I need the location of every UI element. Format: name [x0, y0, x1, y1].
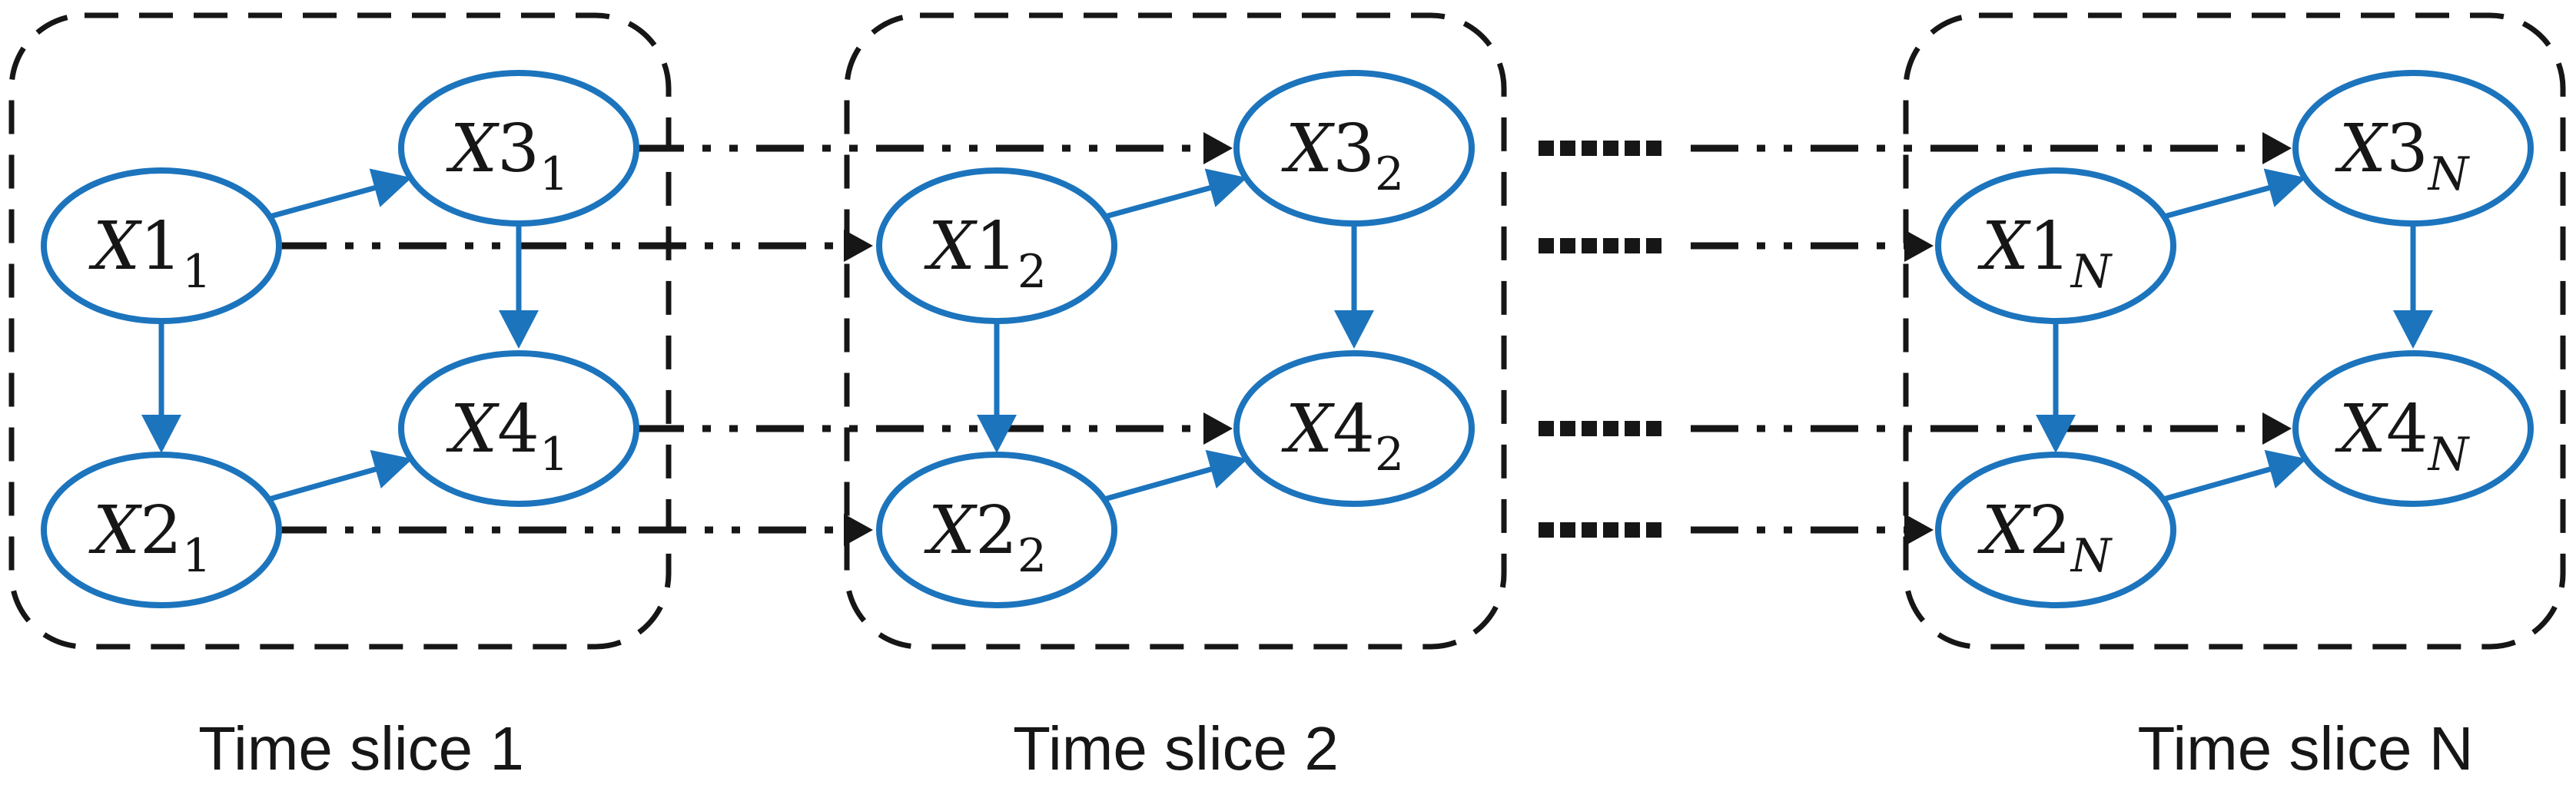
- slice-n-box: [1903, 12, 2566, 650]
- node-label-x1-slice1: X11: [88, 208, 211, 299]
- slice-1-caption: Time slice 1: [198, 714, 524, 783]
- slice-2: X12 X22 X32 X42 Time slice 2: [876, 70, 1475, 783]
- node-x2-slice1: [41, 452, 282, 608]
- continuation-dots-x1-level: [1539, 238, 1661, 253]
- node-label-x3-slice2: X32: [1281, 111, 1404, 201]
- node-label-x2-slice2: X22: [924, 492, 1047, 583]
- intra-edge-x1-x3-slice2: [1104, 168, 1247, 220]
- node-label-x3-sliceN: X3N: [2335, 111, 2471, 201]
- node-x4-slice1: [398, 350, 639, 507]
- node-x2-sliceN: [1935, 452, 2176, 608]
- intra-edge-x2-x4-sliceN: [2163, 449, 2307, 502]
- slice-2-box: [844, 12, 1507, 650]
- node-x4-slice2: [1233, 350, 1475, 507]
- node-label-x1-slice2: X12: [924, 208, 1047, 299]
- intra-edge-x2-x4-slice2: [1104, 449, 1248, 502]
- continuation-dots-x4-level: [1539, 421, 1661, 436]
- continuation-dots-x2-level: [1539, 522, 1661, 538]
- slice-1: X11 X21 X31 X41 Time slice 1: [41, 70, 639, 783]
- node-x3-sliceN: [2292, 70, 2534, 227]
- continuation-dots-x3-level: [1539, 141, 1661, 156]
- node-x1-sliceN: [1935, 167, 2176, 324]
- node-label-x2-sliceN: X2N: [1977, 492, 2113, 583]
- slice-n: X1N X2N X3N X4N Time slice N: [1935, 70, 2534, 783]
- node-label-x1-sliceN: X1N: [1977, 208, 2113, 299]
- node-label-x4-slice1: X41: [446, 391, 569, 482]
- slice-n-caption: Time slice N: [2137, 714, 2473, 783]
- node-label-x2-slice1: X21: [88, 492, 211, 583]
- node-x4-sliceN: [2292, 350, 2534, 507]
- slice-2-caption: Time slice 2: [1013, 714, 1339, 783]
- node-x1-slice2: [876, 167, 1117, 324]
- node-label-x4-sliceN: X4N: [2335, 391, 2471, 482]
- intra-edge-x1-x3-slice1: [269, 168, 412, 220]
- node-x3-slice2: [1233, 70, 1475, 227]
- node-x1-slice1: [41, 167, 282, 324]
- node-label-x4-slice2: X42: [1281, 391, 1404, 482]
- node-x2-slice2: [876, 452, 1117, 608]
- intra-edge-x2-x4-slice1: [268, 449, 413, 502]
- node-label-x3-slice1: X31: [446, 111, 569, 201]
- slice-1-box: [8, 12, 672, 650]
- node-x3-slice1: [398, 70, 639, 227]
- intra-edge-x1-x3-sliceN: [2163, 168, 2306, 220]
